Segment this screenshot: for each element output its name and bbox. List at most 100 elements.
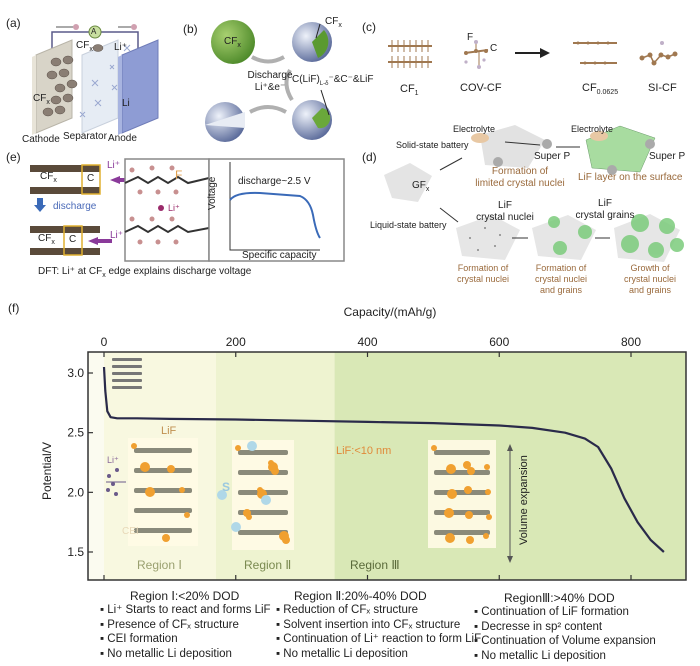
mini-discharge-curve xyxy=(229,191,321,239)
ammeter-label: A xyxy=(91,27,97,36)
electrolyte-label-1: Electrolyte xyxy=(453,124,496,134)
pristine-cf-sketch xyxy=(112,379,142,382)
arrow-to-solid xyxy=(439,157,463,171)
arrow-head-up xyxy=(507,444,513,451)
cf-layer-sketch xyxy=(238,450,288,455)
superp-particle-2 xyxy=(493,157,503,167)
anode-caption: Anode xyxy=(108,133,137,144)
lif-size-annotation: LiF:<10 nm xyxy=(336,445,392,457)
region-2-bullet: ▪ Reduction of CFₓ structure xyxy=(276,604,419,616)
region-2-title: Region Ⅱ:20%-40% DOD xyxy=(294,589,427,603)
lif-particle xyxy=(466,536,474,544)
lif-particle xyxy=(131,443,137,449)
edge-box xyxy=(63,225,83,256)
li-annotation: Li⁺ xyxy=(107,455,119,465)
lif-particle xyxy=(279,531,289,541)
x-tick-label: 200 xyxy=(226,335,246,349)
lif-nuclei xyxy=(548,216,592,255)
panel-c-label: (c) xyxy=(362,20,376,34)
lif-particle xyxy=(167,465,175,473)
cathode-edge xyxy=(32,55,36,135)
region-3-bullet: ▪ Continuation of Volume expansion xyxy=(474,635,656,647)
fluorine-label: F xyxy=(175,168,183,182)
region-2-bullet: ▪ Continuation of Li⁺ reaction to form L… xyxy=(276,633,482,645)
cf-layer-sketch xyxy=(434,530,490,535)
panel-e-caption: DFT: Li⁺ at CFx edge explains discharge … xyxy=(38,266,252,279)
region-1-title: Region Ⅰ:<20% DOD xyxy=(130,589,240,603)
li-atom xyxy=(158,205,164,211)
cf-layer xyxy=(30,248,100,255)
gfx-label: GFx xyxy=(412,180,430,193)
pristine-cf-sketch xyxy=(112,372,142,375)
carbon-chains xyxy=(124,175,210,234)
li-ion-dot xyxy=(114,492,118,496)
li-arrow-icon xyxy=(88,237,98,245)
cf-layer xyxy=(30,187,100,194)
discharge-curve xyxy=(102,366,665,553)
f-atom-label: F xyxy=(467,32,474,43)
li-center-label: Li⁺ xyxy=(168,203,180,213)
lif-particle xyxy=(464,486,472,494)
region-3-title: RegionⅢ:>40% DOD xyxy=(504,591,615,605)
lif-particle xyxy=(486,514,492,520)
mini-chart-axes xyxy=(229,162,320,251)
lif-particle xyxy=(447,489,457,499)
cycle-arrows xyxy=(249,55,294,114)
mini-chart-annotation: discharge~2.5 V xyxy=(238,176,311,187)
cf-layer-sketch xyxy=(434,470,490,475)
cov-cf-structure xyxy=(464,40,489,69)
cf-layer-sketch xyxy=(238,530,288,535)
lif-particle xyxy=(431,445,437,451)
electron-icon xyxy=(131,24,137,30)
ammeter-icon xyxy=(88,25,102,39)
pristine-cf-sketch xyxy=(112,386,142,389)
solid-caption-2: LiF layer on the surface xyxy=(578,172,683,183)
region-1-bullet: ▪ No metallic Li deposition xyxy=(100,647,232,660)
li-ion-crosses xyxy=(79,44,131,118)
y-tick-label: 2.5 xyxy=(67,426,84,440)
product-label: C(LiF)L-δ⁻&C⁻&LiF xyxy=(292,74,374,87)
panel-d-label: (d) xyxy=(362,150,377,164)
lif-particle xyxy=(179,487,185,493)
region-3-description: RegionⅢ:>40% DOD ▪ Continuation of LiF f… xyxy=(474,591,656,663)
x-tick-label: 800 xyxy=(621,335,641,349)
fluorine-atoms xyxy=(129,165,179,245)
panel-f-label: (f) xyxy=(8,301,20,315)
region-1-bullet: ▪ Li⁺ Starts to react and forms LiF xyxy=(100,604,271,616)
mini-chart-xlabel: Specific capacity xyxy=(242,250,317,261)
region-1-bullet: ▪ Presence of CFₓ structure xyxy=(100,618,239,631)
lif-particle xyxy=(446,464,456,474)
region-1-description: Region Ⅰ:<20% DOD ▪ Li⁺ Starts to react … xyxy=(100,589,271,661)
lif-particle xyxy=(445,533,455,543)
li-ion-dot xyxy=(107,474,111,478)
li-ion-label: Li⁺ xyxy=(114,42,128,53)
li-label-top: Li⁺ xyxy=(107,160,121,171)
x-tick-label: 400 xyxy=(357,335,377,349)
liquid-sheet-2 xyxy=(532,215,596,260)
li-ion-dot xyxy=(115,468,119,472)
liquid-state-title: Liquid-state battery xyxy=(370,220,447,230)
mini-chart-box xyxy=(208,158,345,262)
cf-layer-sketch xyxy=(434,490,490,495)
lif-particle xyxy=(484,464,490,470)
cf-top-label: CFx xyxy=(76,40,93,53)
cf-layer-sketch xyxy=(434,450,490,455)
cf-top-label: CFx xyxy=(40,171,57,184)
cf-layer-sketch xyxy=(434,510,490,515)
lif-particle xyxy=(444,508,454,518)
lif-particle xyxy=(467,467,475,475)
region-2-description: Region Ⅱ:20%-40% DOD ▪ Reduction of CFₓ … xyxy=(276,589,481,661)
cathode-caption: Cathode xyxy=(22,134,60,145)
liquid-sheet-1 xyxy=(456,215,520,260)
li-ion-dot xyxy=(111,482,115,486)
lif-particle xyxy=(235,445,241,451)
solid-state-title: Solid-state battery xyxy=(396,140,469,150)
cf-sphere xyxy=(211,20,255,64)
c-label-top: C xyxy=(87,173,95,184)
